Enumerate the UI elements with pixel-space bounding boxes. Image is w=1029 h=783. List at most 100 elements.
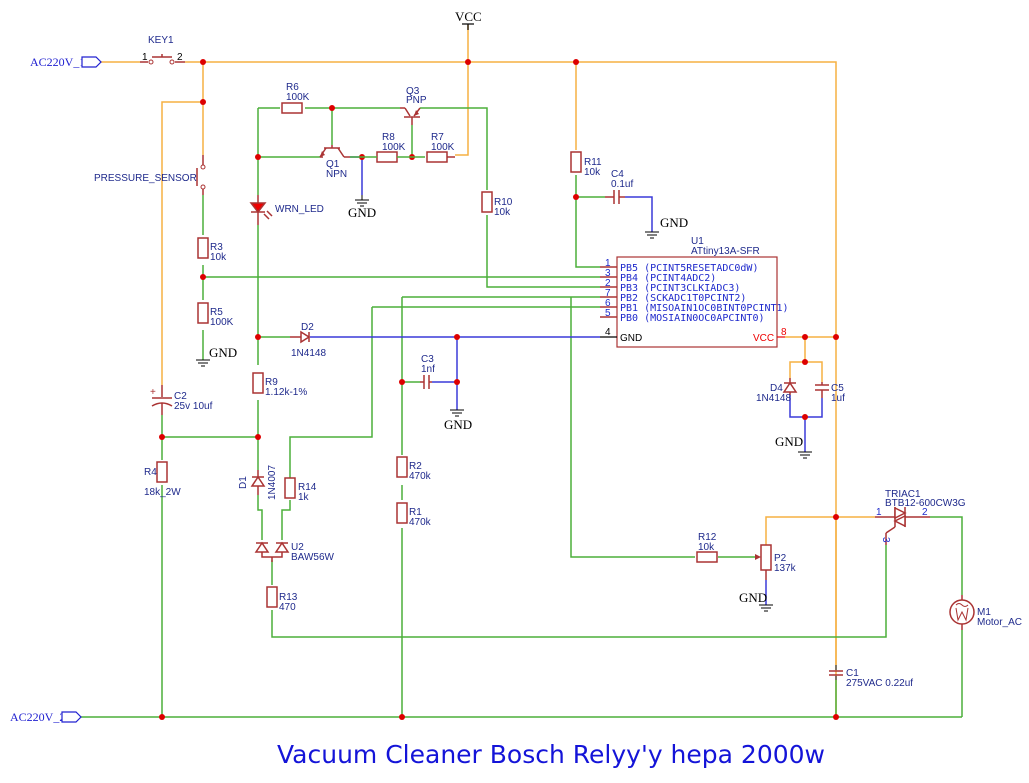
transistor-q1: Q1 NPN: [319, 145, 350, 180]
d4-value: 1N4148: [756, 393, 791, 404]
u1-vcc-pin-label: VCC: [753, 333, 774, 344]
resistor-r2: R2 470k: [396, 456, 432, 482]
u1-ref: U1: [691, 236, 704, 247]
ground-icon: [196, 350, 210, 367]
q1-value: NPN: [326, 169, 347, 180]
diode-icon: [254, 541, 270, 553]
u1-pin-num: 3: [605, 268, 611, 279]
triac1-pin1: 1: [876, 507, 882, 518]
page-title: Vacuum Cleaner Bosch Relyy'y hepa 2000w: [277, 740, 825, 769]
resistor-r13: R13 470: [266, 586, 298, 613]
r14-value: 1k: [298, 492, 310, 503]
r13-ref: R13: [279, 592, 298, 603]
resistor-r3: R3 10k: [197, 237, 227, 263]
u1-pins: 1 PB5 (PCINT5RESETADC0dW) 3 PB4 (PCINT4A…: [600, 258, 789, 344]
gnd-label: GND: [348, 205, 376, 220]
u1-pin-label: PB0 (MOSIAIN0OC0APCINT0): [620, 313, 765, 324]
ic-u1-attiny13a: U1 ATtiny13A-SFR 1 PB5 (PCINT5RESETADC0d…: [600, 236, 789, 348]
resistor-r14: R14 1k: [284, 477, 317, 503]
ground-icon: [645, 231, 659, 239]
r7-ref: R7: [431, 132, 444, 143]
capacitor-c3: C3 1nf: [420, 354, 435, 389]
u2-ref: U2: [291, 542, 304, 553]
port-arrow-icon: [81, 56, 102, 68]
npn-arrow-icon: [320, 151, 325, 157]
capacitor-c1: C1 275VAC 0.22uf: [829, 665, 913, 689]
triac1-pin3: 3: [880, 537, 891, 543]
r14-ref: R14: [298, 482, 317, 493]
c5-ref: C5: [831, 383, 844, 394]
key1-ref: KEY1: [148, 35, 174, 46]
r12-value: 10k: [698, 542, 715, 553]
d1-ref: D1: [238, 476, 249, 489]
port-ac220v-1: AC220V_1: [30, 55, 102, 69]
resistor-r11: R11 10k: [570, 151, 602, 178]
p2-value: 137k: [774, 563, 797, 574]
r5-ref: R5: [210, 307, 223, 318]
diode-icon: [274, 541, 290, 553]
resistor-r5: R5 100K: [197, 302, 234, 328]
r12-ref: R12: [698, 532, 717, 543]
potentiometer-p2[interactable]: P2 137k: [755, 544, 797, 580]
gnd-label: GND: [444, 417, 472, 432]
q1-ref: Q1: [326, 159, 340, 170]
resistor-r9: R9 1.12k-1%: [252, 372, 307, 398]
u2-value: BAW56W: [291, 552, 335, 563]
c1-ref: C1: [846, 668, 859, 679]
vcc-label: VCC: [455, 9, 482, 24]
c5-value: 1uf: [831, 393, 845, 404]
port-ac220v-2-label: AC220V_2: [10, 710, 65, 724]
r2-ref: R2: [409, 461, 422, 472]
r4-value: 18k_2W: [144, 487, 181, 498]
ground-icon: [798, 451, 812, 459]
q3-ref: Q3: [406, 86, 420, 97]
r10-ref: R10: [494, 197, 513, 208]
capacitor-c4: C4 0.1uf: [605, 169, 633, 204]
m1-ref: M1: [977, 607, 991, 618]
motor-m1: M1 Motor_AC: [949, 595, 1022, 630]
diode-d1: D1 1N4007: [238, 465, 278, 500]
r8-ref: R8: [382, 132, 395, 143]
triac-triac1: TRIAC1 BTB12-600CW3G 1 2 3: [875, 489, 966, 545]
u1-pin-num: 2: [605, 278, 611, 289]
capacitor-c5: C5 1uf: [815, 382, 845, 404]
r3-value: 10k: [210, 252, 227, 263]
u1-pin-num: 1: [605, 258, 611, 269]
u1-pin-label: PB5 (PCINT5RESETADC0dW): [620, 263, 758, 274]
r9-ref: R9: [265, 377, 278, 388]
pressure-sensor-switch[interactable]: PRESSURE_SENSOR: [94, 155, 206, 195]
resistor-r8: R8 100K: [350, 132, 425, 163]
polarity-plus-icon: +: [150, 387, 156, 398]
u1-pin-label: PB3 (PCINT3CLKIADC3): [620, 283, 740, 294]
r10-value: 10k: [494, 207, 511, 218]
u1-pin-label: PB1 (MISOAIN1OC0BINT0PCINT1): [620, 303, 789, 314]
p2-ref: P2: [774, 553, 787, 564]
key1-switch[interactable]: KEY1 1 2: [140, 35, 185, 65]
resistor-r10: R10 10k: [481, 191, 513, 218]
port-arrow-icon: [61, 711, 82, 723]
diode-icon: [782, 381, 798, 393]
r4-ref: R4: [144, 467, 157, 478]
m1-value: Motor_AC: [977, 617, 1022, 628]
r8-value: 100K: [382, 142, 406, 153]
ground-icon: [450, 409, 464, 417]
diode-array-u2: U2 BAW56W: [254, 541, 335, 563]
r5-value: 100K: [210, 317, 234, 328]
resistor-r7: R7 100K: [426, 132, 455, 163]
diode-d2: D2 1N4148: [290, 322, 326, 359]
pressure-sensor-ref: PRESSURE_SENSOR: [94, 173, 197, 184]
gnd-symbols: GND GND GND GND GND GND: [196, 195, 812, 612]
gnd-label: GND: [739, 590, 767, 605]
triac1-pin2: 2: [922, 507, 928, 518]
triac-icon: [894, 506, 907, 520]
r6-value: 100K: [286, 92, 310, 103]
diode-d4: D4 1N4148: [756, 378, 798, 404]
wires: [80, 25, 963, 718]
c4-value: 0.1uf: [611, 179, 633, 190]
triac1-value: BTB12-600CW3G: [885, 498, 966, 509]
resistor-r4: R4 18k_2W: [144, 461, 181, 498]
port-ac220v-1-label: AC220V_1: [30, 55, 85, 69]
u1-vcc-pin-num: 8: [781, 327, 787, 338]
u1-gnd-pin-label: GND: [620, 333, 642, 344]
